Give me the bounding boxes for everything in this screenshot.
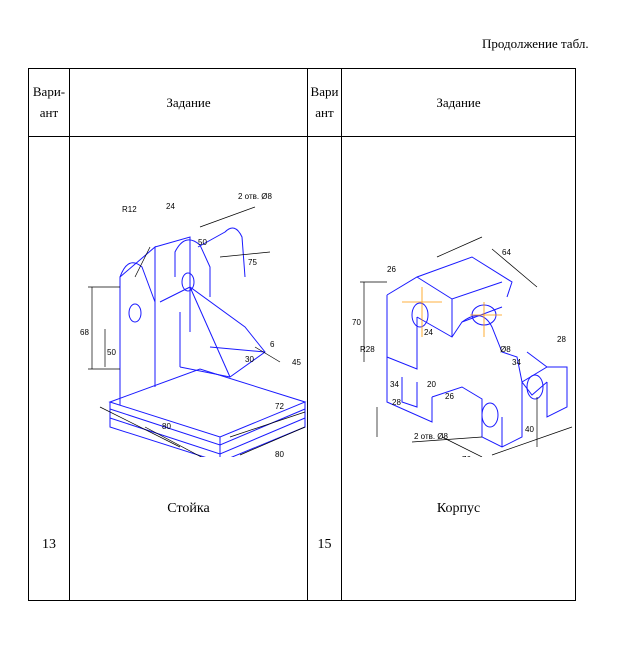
- dim-24: 24: [166, 202, 175, 211]
- dim-40: 40: [525, 425, 534, 434]
- drawing-korpus: 26 64 70 R28 24 Ø8 28 34 20 28 26 2 отв.…: [352, 236, 573, 457]
- dim-28-right: 28: [557, 335, 566, 344]
- variant-cell-right: 15: [307, 136, 342, 601]
- dim-45: 45: [292, 358, 301, 367]
- header-task-left: Задание: [69, 68, 308, 137]
- dim-r12: R12: [122, 205, 137, 214]
- dim-50-top: 50: [198, 238, 207, 247]
- dim-80-left: 80: [162, 422, 171, 431]
- header-row: Вари- ант Задание Вари ант Задание: [28, 68, 576, 137]
- tasks-table: Вари- ант Задание Вари ант Задание 13: [28, 68, 576, 601]
- dim-30: 30: [245, 355, 254, 364]
- dim-holes-left: 2 отв. Ø8: [238, 192, 273, 201]
- dim-80-right: 80: [275, 450, 284, 457]
- task-row: 13: [28, 136, 576, 601]
- variant-cell-left: 13: [28, 136, 70, 601]
- dim-holes-right: 2 отв. Ø8: [414, 432, 449, 441]
- drawing-stoika: R12 24 2 отв. Ø8 50 68 50 75 30 6 45 80 …: [80, 192, 307, 457]
- dim-r28: R28: [360, 345, 375, 354]
- dim-26-top: 26: [387, 265, 396, 274]
- dim-64: 64: [502, 248, 511, 257]
- task-name-korpus: Корпус: [436, 501, 481, 516]
- header-variant-left: Вари- ант: [28, 68, 70, 137]
- dim-34-left: 34: [390, 380, 399, 389]
- task-name-stoika: Стойка: [167, 501, 210, 516]
- task-cell-stoika: R12 24 2 отв. Ø8 50 68 50 75 30 6 45 80 …: [69, 136, 308, 601]
- dim-24-right: 24: [424, 328, 433, 337]
- dim-76: 76: [462, 455, 471, 457]
- variant-number-13: 13: [42, 537, 56, 552]
- variant-number-15: 15: [317, 537, 332, 552]
- dim-diam8: Ø8: [500, 345, 511, 354]
- header-task-right: Задание: [341, 68, 576, 137]
- dim-68: 68: [80, 328, 89, 337]
- task-cell-korpus: 26 64 70 R28 24 Ø8 28 34 20 28 26 2 отв.…: [341, 136, 576, 601]
- dim-70: 70: [352, 318, 361, 327]
- dim-26-mid: 26: [445, 392, 454, 401]
- dim-72: 72: [275, 402, 284, 411]
- header-variant-right: Вари ант: [307, 68, 342, 137]
- dim-34-right: 34: [512, 358, 521, 367]
- dim-6: 6: [270, 340, 275, 349]
- dim-20-mid: 20: [427, 380, 436, 389]
- dim-75: 75: [248, 258, 257, 267]
- dim-28-left: 28: [392, 398, 401, 407]
- table-continuation-caption: Продолжение табл.: [482, 36, 589, 51]
- dim-50: 50: [107, 348, 116, 357]
